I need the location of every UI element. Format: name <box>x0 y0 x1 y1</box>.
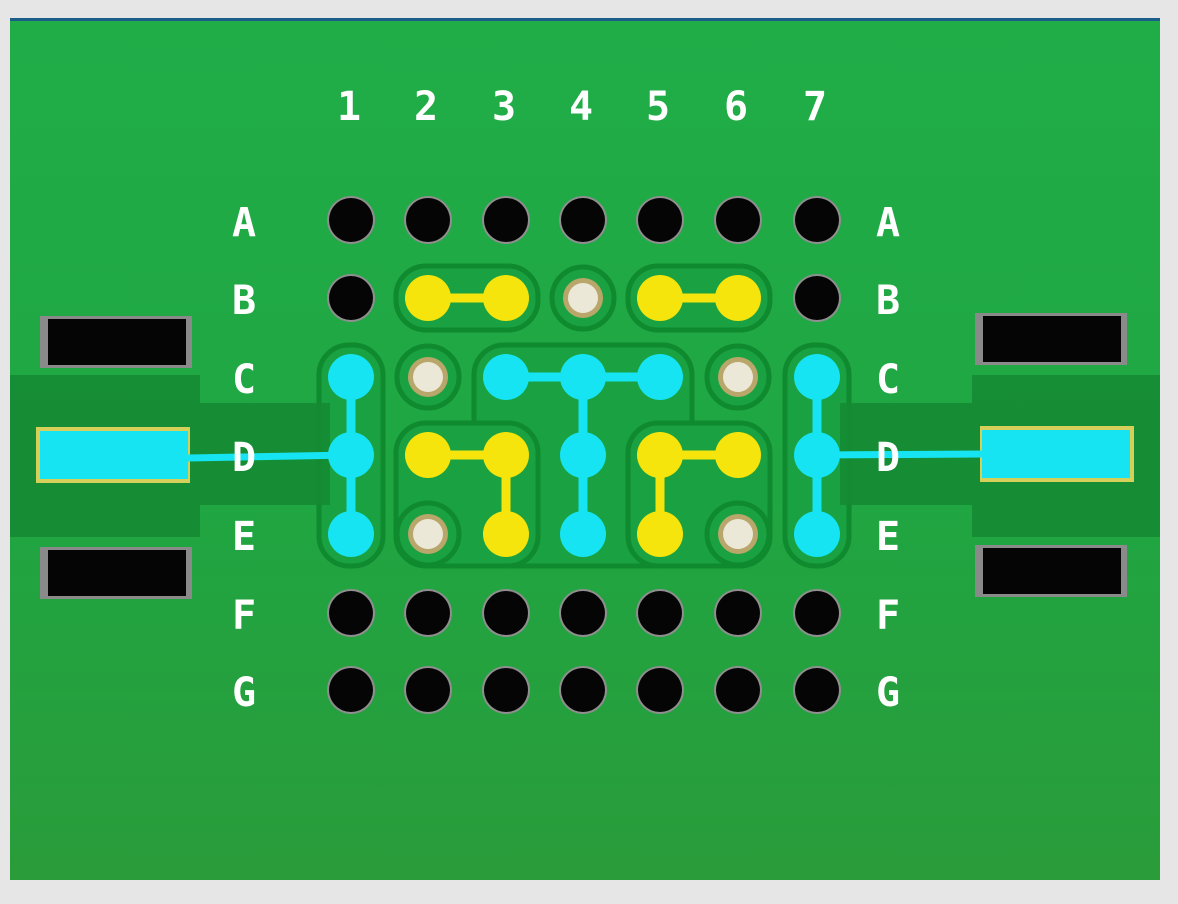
column-label-5: 5 <box>646 84 670 130</box>
smd-pad-3 <box>983 316 1121 362</box>
pad-d3 <box>483 432 529 478</box>
hole-g4 <box>561 668 605 712</box>
smd-pad-4 <box>983 548 1121 594</box>
left-edge-pad <box>40 431 188 479</box>
row-label-right-c: C <box>876 357 900 403</box>
row-label-left-g: G <box>232 670 256 716</box>
pad-d7 <box>794 432 840 478</box>
pad-b2 <box>405 275 451 321</box>
pad-d5 <box>637 432 683 478</box>
column-label-3: 3 <box>492 84 516 130</box>
row-label-left-e: E <box>232 514 256 560</box>
pad-c7 <box>794 354 840 400</box>
column-label-2: 2 <box>414 84 438 130</box>
column-label-7: 7 <box>803 84 827 130</box>
row-label-left-b: B <box>232 278 256 324</box>
row-label-right-g: G <box>876 670 900 716</box>
net-traces <box>328 275 840 557</box>
hole-a5 <box>638 198 682 242</box>
pad-e4 <box>560 511 606 557</box>
pad-e1 <box>328 511 374 557</box>
row-label-right-f: F <box>876 593 900 639</box>
hole-g2 <box>406 668 450 712</box>
pad-b5 <box>637 275 683 321</box>
pad-c4 <box>560 354 606 400</box>
hole-g7 <box>795 668 839 712</box>
hole-f4 <box>561 591 605 635</box>
row-label-right-b: B <box>876 278 900 324</box>
via-e6 <box>723 519 753 549</box>
smd-pads <box>36 313 1134 599</box>
pad-d2 <box>405 432 451 478</box>
smd-pad-2 <box>48 550 186 596</box>
pad-d6 <box>715 432 761 478</box>
hole-g1 <box>329 668 373 712</box>
pad-c3 <box>483 354 529 400</box>
pad-c1 <box>328 354 374 400</box>
hole-b7 <box>795 276 839 320</box>
pad-d1 <box>328 432 374 478</box>
right-feed-trace <box>816 450 983 459</box>
through-holes <box>327 196 841 714</box>
hole-g5 <box>638 668 682 712</box>
row-label-left-c: C <box>232 357 256 403</box>
pad-e7 <box>794 511 840 557</box>
hole-f7 <box>795 591 839 635</box>
hole-b1 <box>329 276 373 320</box>
row-label-right-a: A <box>876 200 900 246</box>
row-label-left-f: F <box>232 593 256 639</box>
hole-a7 <box>795 198 839 242</box>
hole-f1 <box>329 591 373 635</box>
board-top-edge <box>10 18 1160 21</box>
hole-a6 <box>716 198 760 242</box>
pad-e5 <box>637 511 683 557</box>
column-label-4: 4 <box>569 84 593 130</box>
pad-b6 <box>715 275 761 321</box>
via-c2 <box>413 362 443 392</box>
via-e2 <box>413 519 443 549</box>
hole-a3 <box>484 198 528 242</box>
left-feed-trace <box>187 451 352 462</box>
row-label-right-d: D <box>876 435 900 481</box>
hole-g6 <box>716 668 760 712</box>
column-label-6: 6 <box>724 84 748 130</box>
right-edge-pad <box>982 430 1130 478</box>
hole-f5 <box>638 591 682 635</box>
hole-g3 <box>484 668 528 712</box>
hole-a2 <box>406 198 450 242</box>
pad-b3 <box>483 275 529 321</box>
hole-a1 <box>329 198 373 242</box>
pad-c5 <box>637 354 683 400</box>
hole-a4 <box>561 198 605 242</box>
row-label-left-d: D <box>232 435 256 481</box>
via-b4 <box>568 283 598 313</box>
hole-f3 <box>484 591 528 635</box>
via-c6 <box>723 362 753 392</box>
column-label-1: 1 <box>337 84 361 130</box>
smd-pad-1 <box>48 319 186 365</box>
pad-d4 <box>560 432 606 478</box>
row-label-right-e: E <box>876 514 900 560</box>
pad-e3 <box>483 511 529 557</box>
hole-f6 <box>716 591 760 635</box>
hole-f2 <box>406 591 450 635</box>
row-label-left-a: A <box>232 200 256 246</box>
